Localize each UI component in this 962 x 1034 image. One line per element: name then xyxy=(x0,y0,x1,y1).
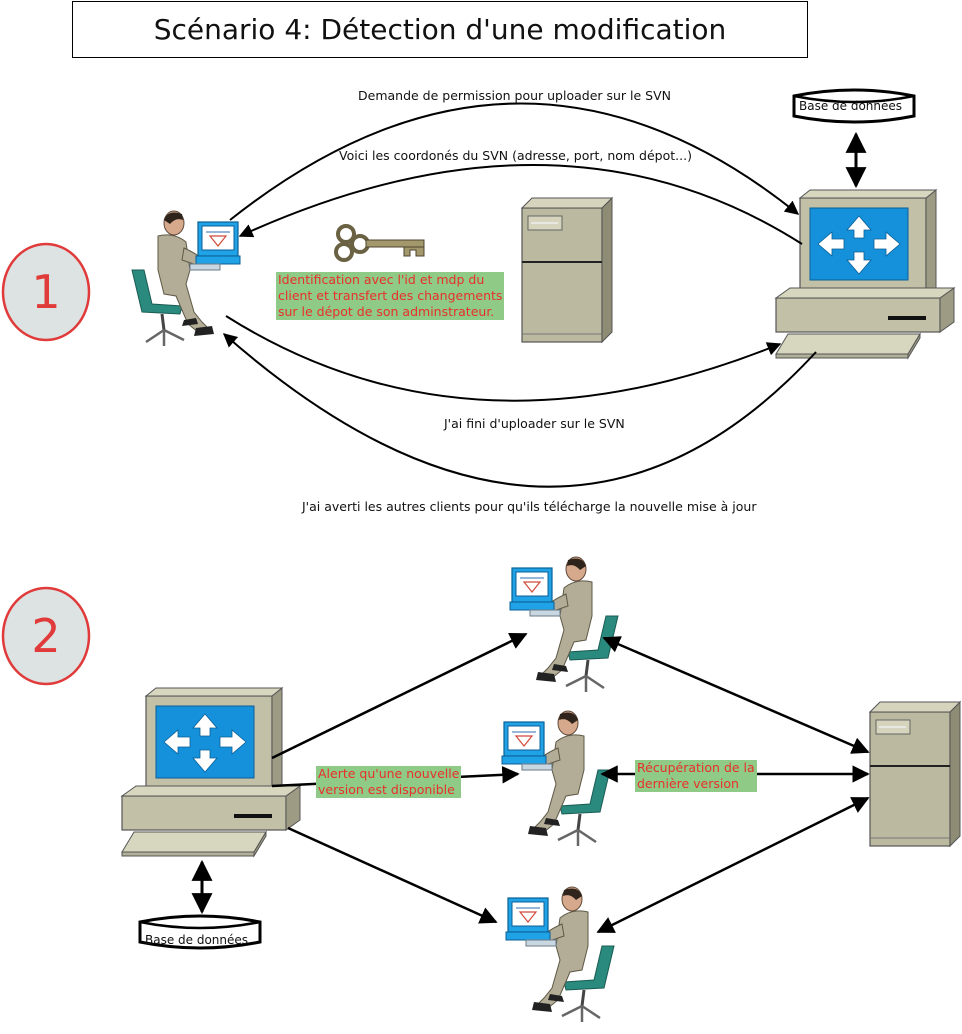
message-upload-done: J'ai fini d'uploader sur le SVN xyxy=(444,416,625,431)
identification-note: Identification avec l'id et mdp du clien… xyxy=(276,272,505,320)
step-2-number: 2 xyxy=(31,609,60,663)
alert-note-line: version est disponible xyxy=(318,782,455,797)
user-at-computer-icon xyxy=(504,885,616,1024)
arrow-icon xyxy=(225,315,782,402)
diagram-title: Scénario 4: Détection d'une modification xyxy=(72,1,808,58)
identification-note-line: sur le dépot de son adminstrateur. xyxy=(278,304,495,319)
arrow-icon xyxy=(596,796,870,934)
arrow-icon xyxy=(602,636,870,754)
retrieval-note-line: dernière version xyxy=(637,776,739,791)
retrieval-note: Récupération de la dernière version xyxy=(635,760,757,792)
step-1-badge: 1 xyxy=(1,242,91,342)
message-permission-request: Demande de permission pour uploader sur … xyxy=(358,88,672,103)
step-2-badge: 2 xyxy=(1,586,91,686)
arrow-icon xyxy=(287,826,498,924)
database-label-bottom: Base de données xyxy=(145,933,249,947)
user-at-computer-icon xyxy=(500,709,612,848)
user-at-computer-icon xyxy=(130,209,242,348)
router-computer-icon xyxy=(121,687,301,857)
identification-note-line: Identification avec l'id et mdp du xyxy=(278,272,485,287)
key-icon xyxy=(334,224,425,262)
svn-server-icon xyxy=(521,197,613,343)
router-computer-icon xyxy=(775,189,955,359)
retrieval-note-line: Récupération de la xyxy=(637,760,755,775)
arrow-icon xyxy=(229,102,800,221)
identification-note-line: client et transfert des changements xyxy=(278,288,503,303)
user-at-computer-icon xyxy=(508,555,620,694)
arrow-icon xyxy=(222,333,817,488)
arrow-icon xyxy=(238,163,803,245)
svn-server-icon xyxy=(869,701,961,847)
message-svn-coordinates: Voici les coordonés du SVN (adresse, por… xyxy=(339,148,692,163)
message-clients-notified: J'ai averti les autres clients pour qu'i… xyxy=(302,499,757,514)
alert-note-line: Alerte qu'une nouvelle xyxy=(318,766,460,781)
step-1-number: 1 xyxy=(31,265,60,319)
database-label-top: Base de données xyxy=(799,99,903,113)
arrow-icon xyxy=(271,632,528,760)
alert-note: Alerte qu'une nouvelle version est dispo… xyxy=(316,766,462,798)
